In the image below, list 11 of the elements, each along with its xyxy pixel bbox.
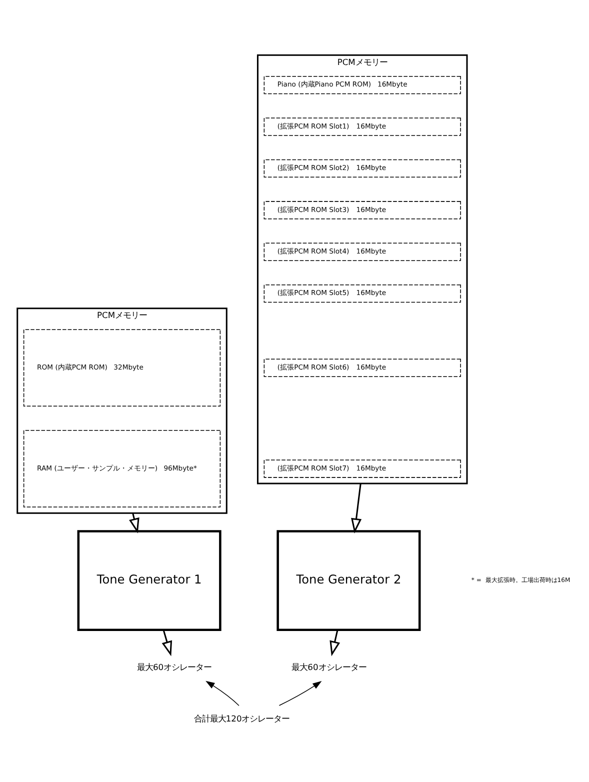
node-text: 合計最大120オシレーター bbox=[194, 713, 290, 724]
arrow bbox=[129, 512, 140, 534]
arrow bbox=[351, 483, 362, 534]
arrow bbox=[330, 630, 340, 656]
node-text: 最大60オシレーター bbox=[137, 662, 212, 672]
node-box: Tone Generator 1 bbox=[77, 530, 222, 631]
node-text: 最大60オシレーター bbox=[292, 662, 366, 672]
arrow bbox=[278, 681, 322, 706]
arrow bbox=[162, 630, 172, 656]
arrow bbox=[206, 680, 240, 706]
node-box: Tone Generator 2 bbox=[276, 530, 421, 631]
